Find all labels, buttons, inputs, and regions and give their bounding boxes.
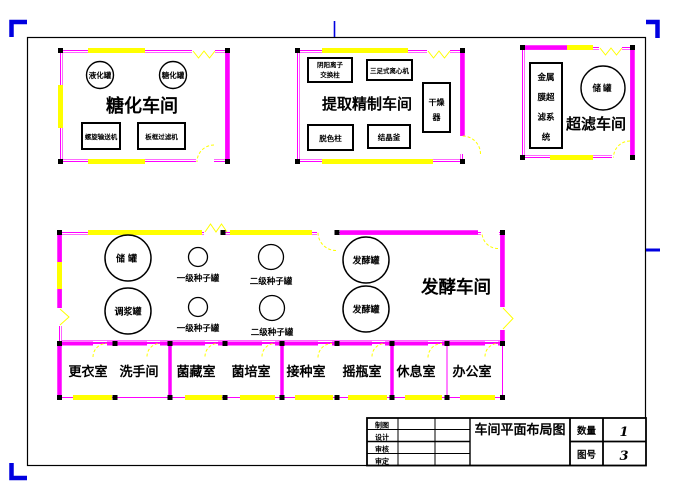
sign-row-review: 审核	[375, 445, 389, 454]
membrane-label-2: 膜超	[537, 92, 555, 102]
saccharify-tank-label: 糖化罐	[162, 70, 185, 80]
ion-exchange-label-1: 阴阳离子	[317, 60, 344, 69]
seed-tank-1a-label: 一级种子罐	[177, 273, 220, 283]
extract-name: 提取精制车间	[322, 95, 412, 113]
saccharify-tank	[158, 60, 188, 90]
ion-exchange-column	[307, 57, 353, 83]
room-row: 更衣室 洗手间 菌藏室 菌培室 接种室 摇瓶室 休息室 办公室	[57, 341, 505, 400]
dryer	[422, 82, 451, 133]
fermenter-a	[342, 236, 390, 284]
building-extract: 阴阳离子 交换柱 三足式离心机 干燥 器 脱色柱 结晶釜 提取精制车间	[295, 47, 481, 164]
sign-row-draft: 制图	[375, 421, 389, 430]
storage-tank	[580, 65, 626, 111]
slurry-tank-label: 调浆罐	[114, 306, 141, 317]
storage-tank-label: 储罐	[591, 83, 613, 93]
dryer-label-1: 干燥	[429, 97, 446, 107]
door-arc	[317, 232, 337, 251]
double-door-left	[59, 308, 70, 326]
sign-row-approve: 审定	[375, 457, 389, 466]
storage-tank	[104, 234, 152, 282]
ultra-name: 超滤车间	[565, 115, 626, 133]
room-label-strain-culture: 菌培室	[231, 364, 270, 379]
double-door-top	[427, 50, 451, 59]
double-door-right	[502, 307, 514, 330]
door-arc-bottom	[613, 140, 631, 158]
screw-conveyor-label: 螺旋输送机	[85, 132, 118, 141]
door-arc-bottom	[196, 144, 215, 163]
corner-bracket-top-right	[646, 19, 660, 38]
room-label-office: 办公室	[452, 364, 491, 379]
crystallizer	[367, 124, 411, 149]
seed-tank-2a-label: 二级种子罐	[250, 276, 293, 286]
no-value: 3	[619, 449, 628, 464]
liquefaction-tank	[85, 60, 115, 90]
membrane-label-4: 统	[542, 132, 551, 142]
membrane-label-3: 滤系	[537, 112, 555, 122]
qty-value: 1	[619, 425, 628, 440]
building-ferment: 储罐 调浆罐 一级种子罐 一级种子罐 二级种子罐 二级种子罐 发酵罐 发酵罐 发…	[56, 223, 514, 343]
door-arc	[481, 232, 499, 249]
membrane-label-1: 金属	[536, 72, 554, 82]
centrifuge	[366, 59, 413, 81]
seed-tank-1b-label: 一级种子罐	[177, 323, 220, 333]
storage-tank-label: 储罐	[116, 253, 140, 264]
door-arc-right	[462, 135, 481, 155]
room-label-rest: 休息室	[395, 364, 435, 379]
plate-filter	[137, 122, 186, 150]
seed-tank-1a	[187, 246, 209, 268]
slurry-tank	[104, 287, 152, 335]
seed-tank-2a	[257, 243, 285, 271]
decolor-label: 脱色柱	[319, 133, 342, 143]
saccharify-name: 糖化车间	[106, 95, 178, 116]
building-ultra: 金属 膜超 滤系 统 储罐 超滤车间	[520, 44, 635, 161]
corner-bracket-top-left	[9, 19, 27, 37]
corner-bracket-bottom-left	[9, 463, 27, 481]
ion-exchange-label-2: 交换柱	[320, 70, 340, 79]
room-label-strain-storage: 菌藏室	[176, 364, 215, 379]
ferment-name: 发酵车间	[420, 277, 491, 297]
qty-label: 数量	[576, 425, 597, 437]
room-label-shake-flask: 摇瓶室	[342, 364, 381, 379]
double-door-top	[204, 223, 228, 233]
fermenter-b	[342, 285, 390, 333]
room-label-washroom: 洗手间	[119, 364, 158, 379]
drawing-title: 车间平面布局图	[474, 422, 565, 437]
no-label: 图号	[577, 450, 597, 461]
double-door-top	[599, 47, 623, 56]
building-saccharify: 液化罐 糖化罐 糖化车间 螺旋输送机 板框过滤机	[58, 47, 230, 165]
liquefaction-tank-label: 液化罐	[89, 70, 112, 80]
sheet-frame	[9, 19, 660, 481]
seed-tank-2b	[258, 294, 286, 322]
centrifuge-label: 三足式离心机	[370, 66, 410, 75]
room-label-inoculation: 接种室	[286, 364, 325, 379]
decolor-column	[307, 124, 354, 151]
sign-row-design: 设计	[375, 433, 389, 442]
plate-filter-label: 板框过滤机	[145, 132, 178, 141]
screw-conveyor	[81, 122, 121, 150]
double-door-top	[192, 50, 216, 59]
fermenter-a-label: 发酵罐	[351, 255, 379, 266]
dryer-label-2: 器	[432, 113, 442, 122]
crystallizer-label: 结晶釜	[378, 132, 401, 142]
room-label-changing: 更衣室	[68, 364, 107, 379]
seed-tank-1b	[187, 296, 209, 318]
seed-tank-2b-label: 二级种子罐	[251, 327, 294, 337]
title-block: 制图 设计 审核 审定 车间平面布局图 数量 1 图号 3	[366, 417, 647, 467]
membrane-system	[529, 62, 563, 149]
fermenter-b-label: 发酵罐	[351, 304, 379, 315]
